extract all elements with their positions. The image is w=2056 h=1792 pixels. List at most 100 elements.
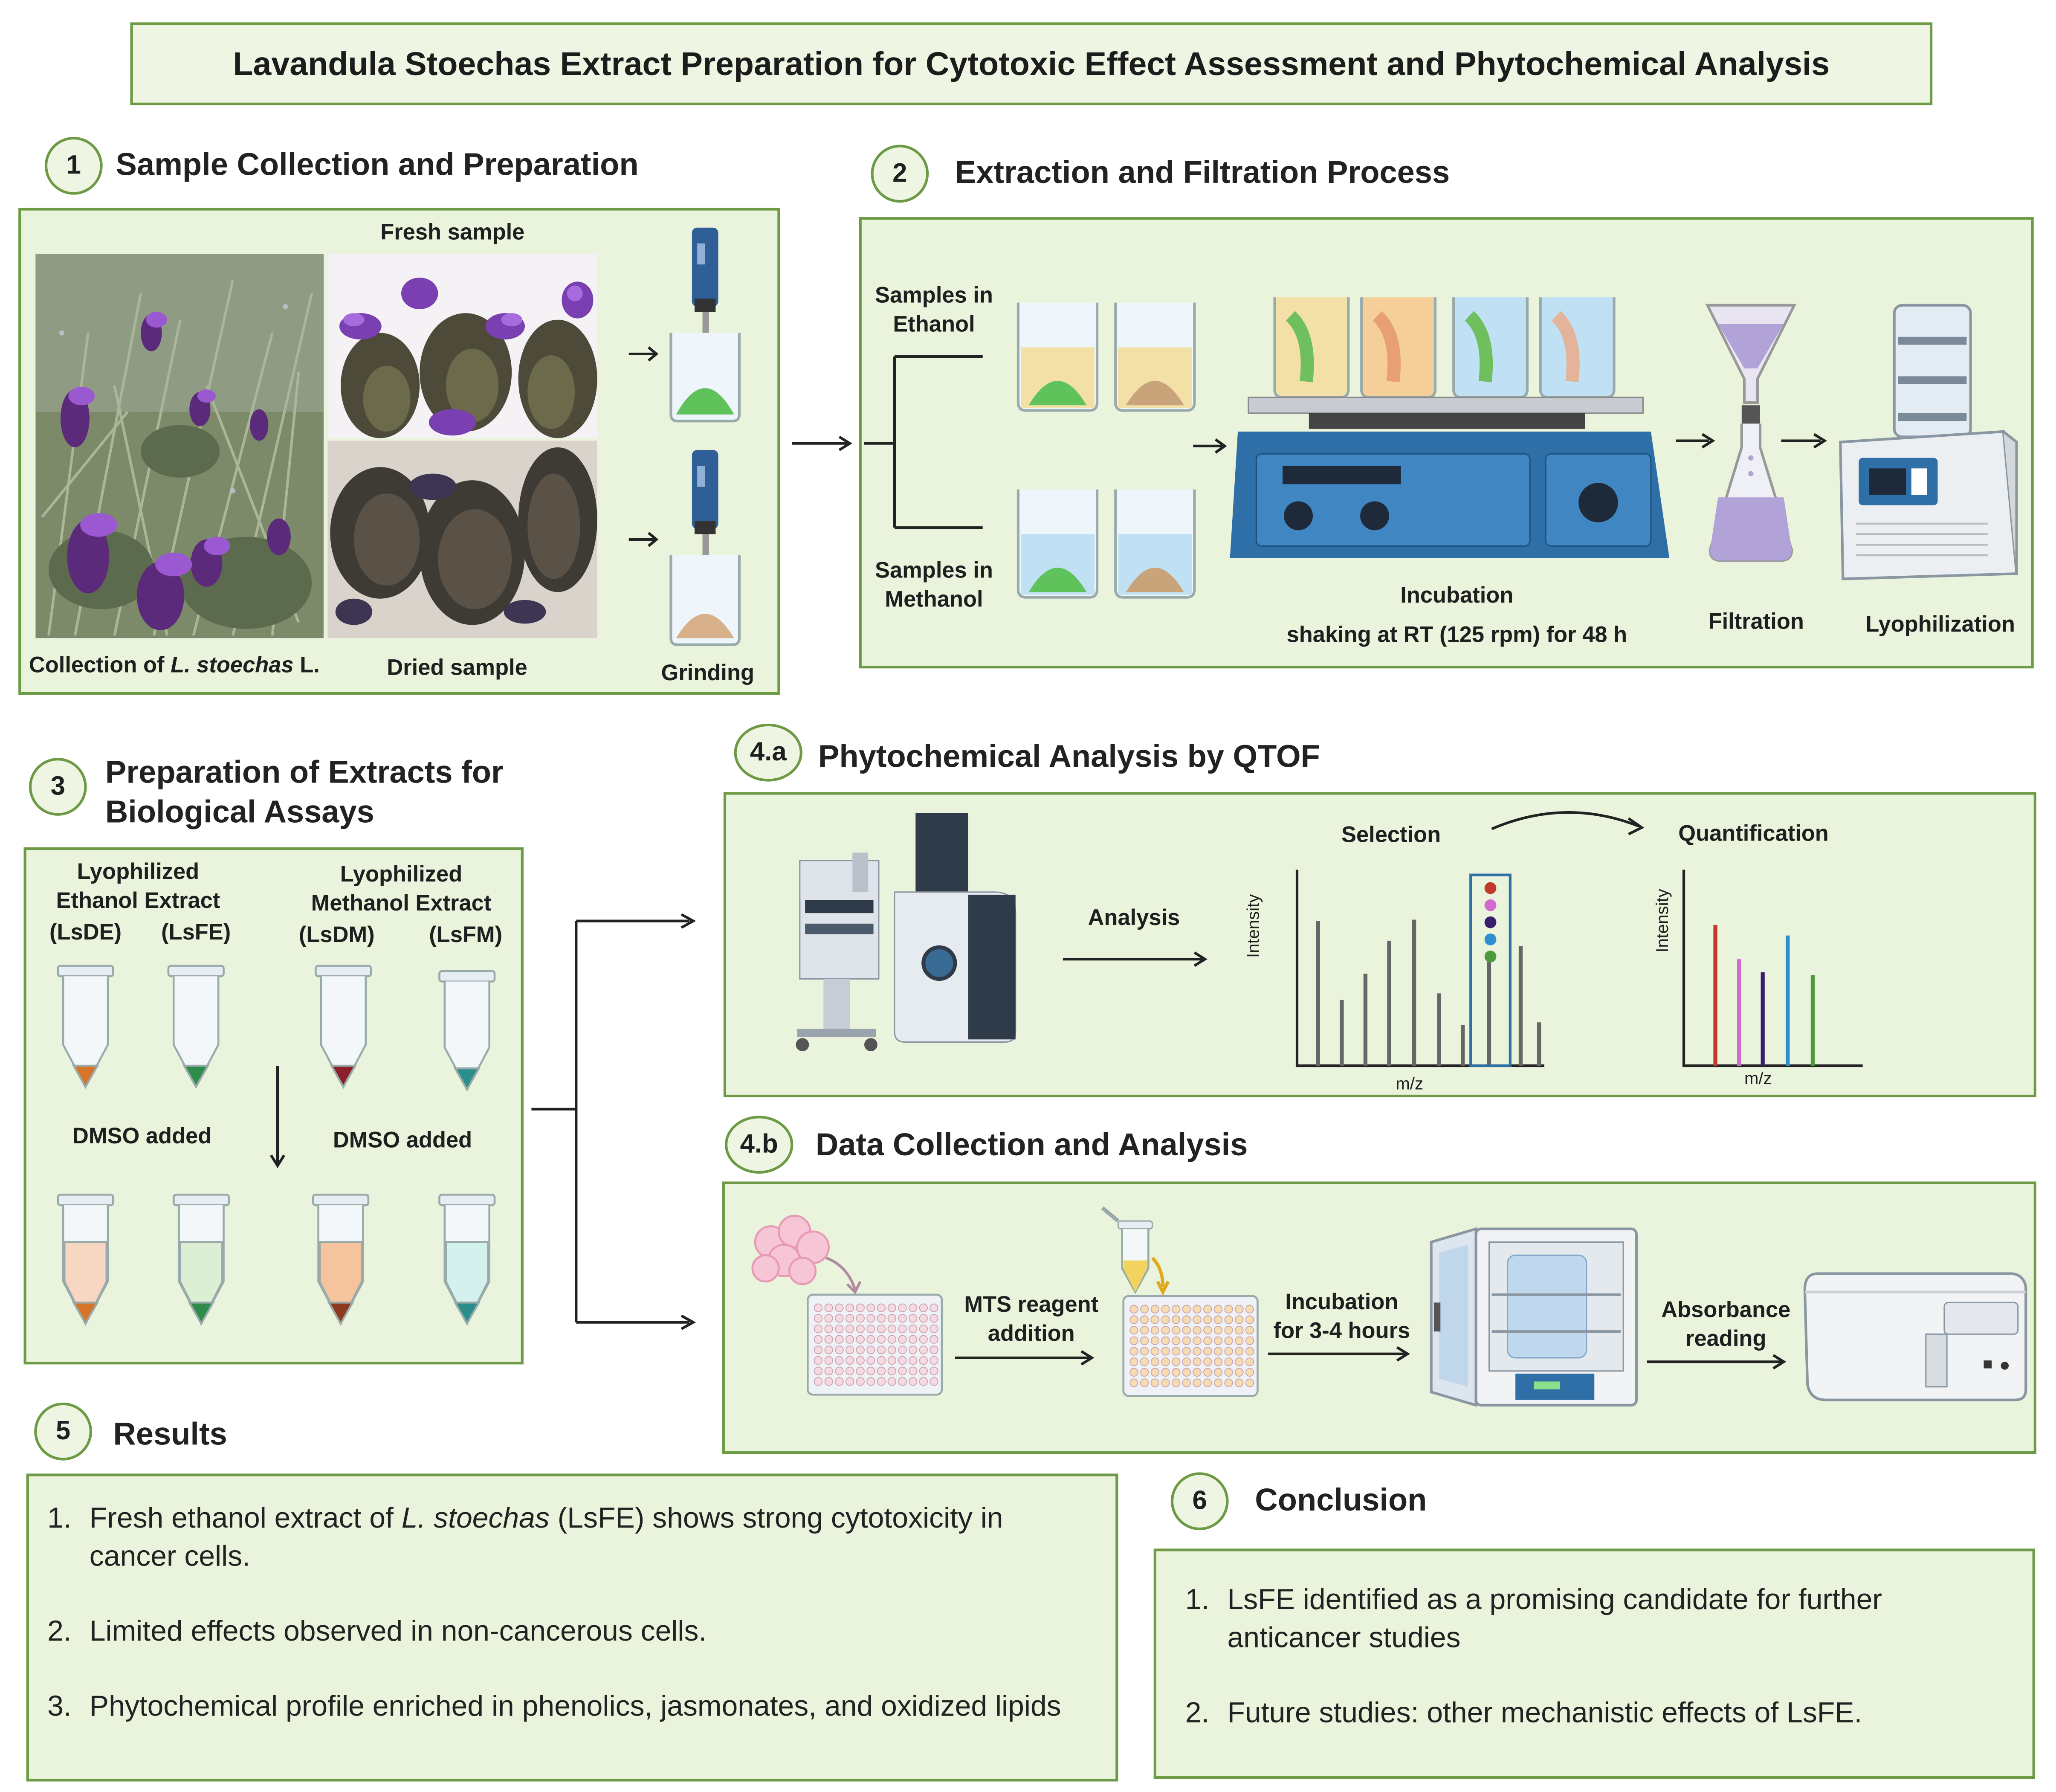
plate-well xyxy=(1193,1378,1202,1387)
plate-well xyxy=(1213,1378,1223,1387)
plate-well xyxy=(856,1303,865,1312)
plate-well xyxy=(1245,1315,1254,1324)
plate-well xyxy=(1203,1336,1212,1345)
plate-well xyxy=(1235,1368,1244,1377)
plate-well xyxy=(898,1324,907,1334)
plate-well xyxy=(1235,1336,1244,1345)
plate-well xyxy=(814,1356,823,1365)
plate-well xyxy=(856,1377,865,1386)
lsfm-label: (LsFM) xyxy=(429,922,503,948)
plate-well xyxy=(1129,1315,1138,1324)
selection-label: Selection xyxy=(1341,822,1441,847)
plate-well xyxy=(1235,1305,1244,1314)
arrow-to-shaker xyxy=(1193,438,1227,454)
plate-well xyxy=(824,1356,833,1365)
plate-well xyxy=(1203,1378,1212,1387)
plate-well xyxy=(1171,1357,1181,1366)
plate-well xyxy=(877,1345,886,1354)
plate-well xyxy=(930,1303,938,1312)
plate-well xyxy=(1140,1315,1149,1324)
lsdm-label: (LsDM) xyxy=(298,922,375,948)
fresh-sample-label: Fresh sample xyxy=(380,220,525,245)
lavender-field-photo xyxy=(35,254,324,638)
plate-well xyxy=(919,1303,928,1312)
plate-well xyxy=(919,1335,928,1344)
plate-well xyxy=(866,1377,875,1386)
plate-well xyxy=(1171,1305,1181,1314)
plate-well xyxy=(1224,1336,1233,1345)
plate-well xyxy=(908,1366,918,1375)
ethanol-extract-label: Lyophilized Ethanol Extract xyxy=(56,859,220,913)
plate-well xyxy=(877,1314,886,1323)
plate-well xyxy=(1150,1357,1159,1366)
plate-well xyxy=(1182,1305,1191,1314)
plate-well xyxy=(835,1356,844,1365)
plate-well xyxy=(1224,1378,1233,1387)
arrow-to-filter xyxy=(1676,433,1715,449)
plate-well xyxy=(877,1377,886,1386)
step-4b-badge: 4.b xyxy=(724,1116,793,1174)
plate-well xyxy=(835,1366,844,1375)
plate-well xyxy=(1182,1325,1191,1335)
plate-well xyxy=(835,1335,844,1344)
plate-well xyxy=(1203,1368,1212,1377)
samples-methanol-label: Samples in Methanol xyxy=(875,558,993,612)
conclusion-list: 1.LsFE identified as a promising candida… xyxy=(1185,1580,2001,1768)
ethanol-beakers xyxy=(1016,302,1196,412)
plate-well xyxy=(1150,1336,1159,1345)
plate-well xyxy=(1150,1347,1159,1356)
samples-ethanol-label: Samples in Ethanol xyxy=(875,283,993,337)
plate-well xyxy=(898,1335,907,1344)
plate-well xyxy=(1161,1347,1170,1356)
plate-well xyxy=(1193,1336,1202,1345)
plate-well xyxy=(835,1314,844,1323)
plate-well xyxy=(887,1377,896,1386)
conclusion-item-1: 1.LsFE identified as a promising candida… xyxy=(1185,1583,1882,1654)
plate-well xyxy=(814,1335,823,1344)
plate-well xyxy=(1129,1325,1138,1335)
step-5-badge: 5 xyxy=(34,1402,92,1461)
intensity-axis-label-2: Intensity xyxy=(1652,889,1672,953)
collection-label: Collection of L. stoechas L. xyxy=(29,652,320,678)
reagent-tube-icon xyxy=(1101,1206,1170,1296)
plate-well xyxy=(824,1314,833,1323)
plate-well xyxy=(1171,1315,1181,1324)
plate-well xyxy=(1171,1325,1181,1335)
plate-well xyxy=(1140,1368,1149,1377)
plate-well xyxy=(1245,1357,1254,1366)
result-item-1: 1.Fresh ethanol extract of L. stoechas (… xyxy=(47,1501,1003,1572)
plate-well xyxy=(908,1356,918,1365)
plate-well xyxy=(814,1324,823,1334)
plate-well xyxy=(1140,1357,1149,1366)
lyophilization-label: Lyophilization xyxy=(1865,612,2015,637)
dmso-added-label-2: DMSO added xyxy=(333,1128,472,1153)
plate-well xyxy=(1203,1325,1212,1335)
plate-well xyxy=(824,1377,833,1386)
plate-well xyxy=(877,1335,886,1344)
plate-well xyxy=(1224,1305,1233,1314)
cell-cluster-icon xyxy=(751,1215,862,1294)
plate-well xyxy=(845,1356,854,1365)
quantification-chart-icon xyxy=(1682,870,1863,1067)
plate-well xyxy=(898,1366,907,1375)
plate-well xyxy=(1161,1336,1170,1345)
orbital-shaker-icon xyxy=(1230,297,1670,558)
plate-well xyxy=(1193,1315,1202,1324)
plate-well xyxy=(908,1314,918,1323)
well-plate-mts-icon xyxy=(1122,1295,1259,1397)
plate-well xyxy=(1182,1368,1191,1377)
plate-well xyxy=(930,1314,938,1323)
plate-reader-icon xyxy=(1803,1272,2027,1401)
plate-well xyxy=(1161,1378,1170,1387)
plate-well xyxy=(919,1324,928,1334)
plate-well xyxy=(1213,1315,1223,1324)
plate-well xyxy=(835,1324,844,1334)
plate-well xyxy=(1182,1378,1191,1387)
plate-well xyxy=(908,1377,918,1386)
microtubes-row-2 xyxy=(57,1194,496,1326)
plate-well xyxy=(1245,1305,1254,1314)
plate-well xyxy=(1150,1368,1159,1377)
plate-well xyxy=(1213,1357,1223,1366)
arrow-1-to-2 xyxy=(792,435,852,451)
plate-well xyxy=(930,1345,938,1354)
